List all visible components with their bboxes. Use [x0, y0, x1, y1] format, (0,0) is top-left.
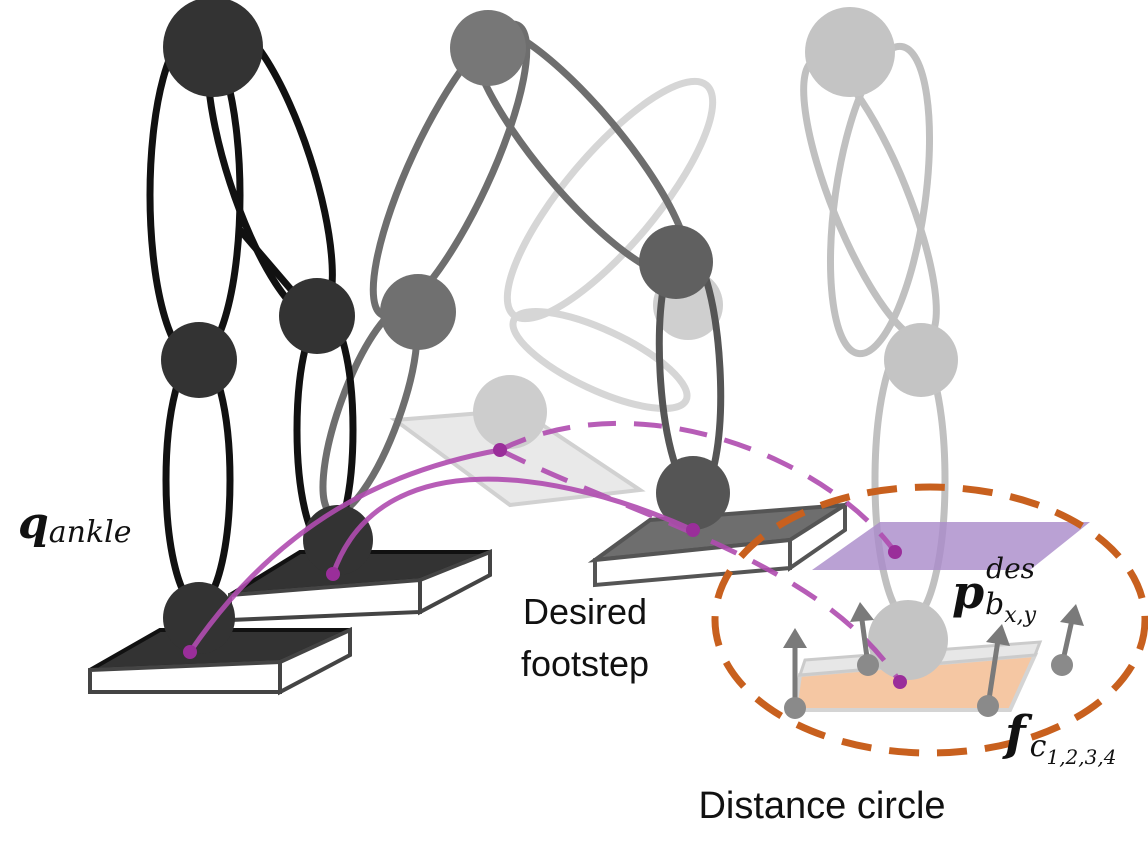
p-des-label: pdes	[952, 552, 1035, 619]
desired-footstep-label-line2: footstep	[521, 643, 649, 684]
knee-joint-mid-front	[639, 225, 713, 299]
knee-joint-light	[884, 323, 958, 397]
knee-joint-dark-rear	[279, 278, 355, 354]
ankle-joint-mid	[656, 456, 730, 530]
knee-joint-dark	[161, 322, 237, 398]
ankle-joint-light	[868, 600, 948, 680]
q-ankle-label: qankle	[18, 498, 132, 550]
distance-circle-label: Distance circle	[698, 785, 945, 827]
hip-joint-dark	[163, 0, 263, 97]
trajectory-points	[183, 443, 907, 689]
contact-points	[784, 654, 1073, 719]
desired-footstep-plane	[812, 522, 1090, 570]
hip-joint-mid	[450, 10, 526, 86]
hip-joint-light	[805, 7, 895, 97]
desired-footstep-label-line1: Desired	[523, 591, 647, 632]
trajectory-curves	[187, 420, 903, 684]
ankle-joint-dark	[163, 582, 235, 654]
p-des-subscript: bx,y	[985, 587, 1037, 628]
knee-joint-mid	[380, 274, 456, 350]
distance-circle	[711, 483, 1148, 757]
ankle-joint-light-rear	[473, 375, 547, 449]
